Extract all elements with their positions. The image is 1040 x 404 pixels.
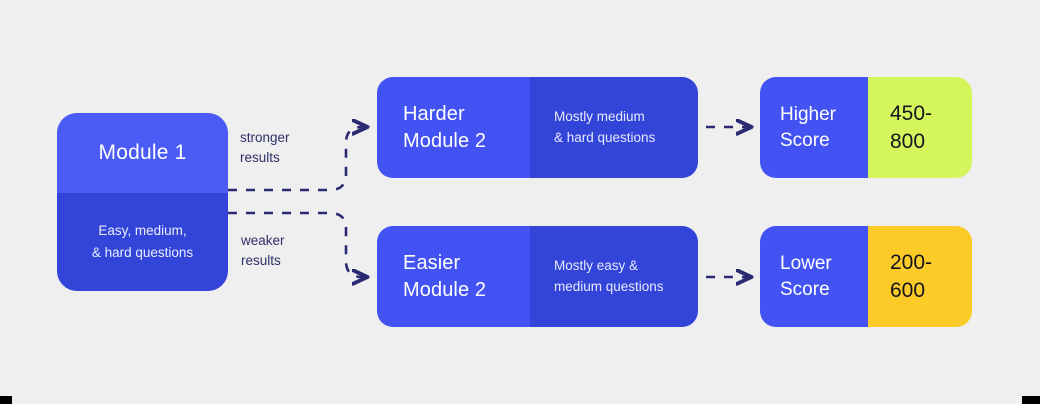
edge-label-weaker-line-2: results — [241, 252, 281, 268]
module-1-detail-line-1: Easy, medium, — [98, 222, 187, 238]
score-higher-title-line-2: Score — [780, 129, 830, 151]
module-2-harder-detail-line-2: & hard questions — [554, 129, 656, 145]
module-2-harder-title: Harder Module 2 — [403, 101, 530, 154]
score-lower-range-pane: 200- 600 — [868, 226, 972, 327]
module-2-harder-title-pane: Harder Module 2 — [377, 77, 530, 178]
score-higher-range: 450- 800 — [890, 100, 972, 155]
score-lower-range: 200- 600 — [890, 249, 972, 304]
module-2-easier-title-line-1: Easier — [403, 252, 461, 275]
module-1-card: Module 1 Easy, medium, & hard questions — [57, 113, 228, 291]
score-lower-title: Lower Score — [780, 251, 868, 301]
bottom-left-edge-mark — [0, 396, 12, 404]
score-lower-range-line-1: 200- — [890, 251, 933, 275]
module-2-easier-title-pane: Easier Module 2 — [377, 226, 530, 327]
edge-label-weaker-results: weaker results — [241, 231, 285, 270]
module-2-harder-card: Harder Module 2 Mostly medium & hard que… — [377, 77, 698, 178]
score-higher-range-line-2: 800 — [890, 129, 926, 153]
edge-label-stronger-line-2: results — [240, 149, 280, 165]
module-2-easier-detail-pane: Mostly easy & medium questions — [530, 226, 698, 327]
edge-label-weaker-line-1: weaker — [241, 233, 285, 248]
module-2-easier-detail-line-1: Mostly easy & — [554, 257, 639, 273]
module-2-easier-title-line-2: Module 2 — [403, 278, 487, 301]
score-lower-title-line-1: Lower — [780, 253, 832, 275]
edge-label-stronger-line-1: stronger — [240, 130, 290, 145]
module-1-detail: Easy, medium, & hard questions — [92, 220, 193, 265]
score-higher-range-line-1: 450- — [890, 102, 933, 126]
module-2-harder-title-line-1: Harder — [403, 103, 465, 126]
score-lower-card: Lower Score 200- 600 — [760, 226, 972, 327]
module-2-harder-title-line-2: Module 2 — [403, 129, 487, 152]
score-lower-title-line-2: Score — [780, 278, 830, 300]
score-lower-range-line-2: 600 — [890, 278, 926, 302]
score-higher-title-pane: Higher Score — [760, 77, 868, 178]
module-2-easier-detail-line-2: medium questions — [554, 278, 664, 294]
module-2-easier-detail: Mostly easy & medium questions — [554, 256, 698, 298]
module-2-harder-detail-pane: Mostly medium & hard questions — [530, 77, 698, 178]
module-2-harder-detail-line-1: Mostly medium — [554, 108, 645, 124]
score-higher-card: Higher Score 450- 800 — [760, 77, 972, 178]
module-2-easier-card: Easier Module 2 Mostly easy & medium que… — [377, 226, 698, 327]
edge-label-stronger-results: stronger results — [240, 128, 290, 167]
module-1-detail-line-2: & hard questions — [91, 245, 194, 260]
score-lower-title-pane: Lower Score — [760, 226, 868, 327]
module-2-harder-detail: Mostly medium & hard questions — [554, 107, 698, 149]
module-2-easier-title: Easier Module 2 — [403, 250, 530, 303]
bottom-right-edge-mark — [1022, 396, 1040, 404]
score-higher-range-pane: 450- 800 — [868, 77, 972, 178]
score-higher-title-line-1: Higher — [780, 104, 836, 126]
module-1-detail-pane: Easy, medium, & hard questions — [57, 193, 228, 291]
score-higher-title: Higher Score — [780, 102, 868, 152]
module-1-title-pane: Module 1 — [57, 113, 228, 193]
module-1-title: Module 1 — [98, 141, 187, 165]
